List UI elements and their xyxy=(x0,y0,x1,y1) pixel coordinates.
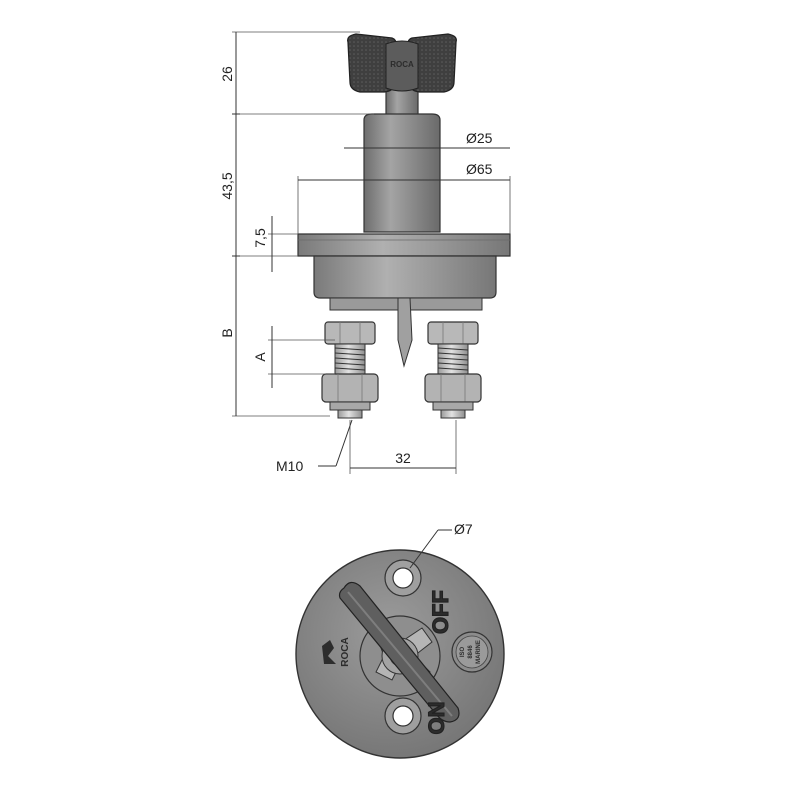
off-marking: OFF xyxy=(428,590,453,634)
flange xyxy=(297,233,511,257)
shaft xyxy=(363,113,441,233)
lower-body xyxy=(313,255,497,299)
mounting-hole-top xyxy=(384,559,422,597)
dim-flange-thickness: 7,5 xyxy=(252,228,268,248)
dim-thread-size: M10 xyxy=(276,458,303,474)
right-terminal-stud xyxy=(424,321,482,419)
side-view-dimensions: 26 43,5 7,5 B A Ø25 Ø65 32 M10 xyxy=(219,31,511,474)
dim-flange-diameter: Ø65 xyxy=(466,161,493,177)
on-marking: ON xyxy=(424,702,449,735)
dim-body-height: 43,5 xyxy=(219,172,235,199)
left-terminal-stud xyxy=(321,321,379,419)
brand-logo-text: ROCA xyxy=(340,637,351,666)
center-tab xyxy=(397,297,413,368)
badge-line-2: 8846 xyxy=(468,645,474,659)
mounting-hole-bottom xyxy=(384,697,422,735)
dim-hole-diameter: Ø7 xyxy=(454,521,473,537)
brand-logo: ROCA xyxy=(322,637,351,667)
dim-stud-spacing: 32 xyxy=(395,450,411,466)
badge-line-3: MARINE xyxy=(476,640,482,664)
dim-shaft-diameter: Ø25 xyxy=(466,130,493,146)
handle-logo-text: ROCA xyxy=(390,60,414,69)
badge-line-1: ISO xyxy=(460,647,466,658)
key-handle: ROCA xyxy=(347,33,457,119)
dim-thread-length: A xyxy=(252,352,268,362)
dim-lower-height: B xyxy=(219,328,235,337)
side-view: ROCA xyxy=(297,33,511,419)
top-view: OFF ON ROCA ISO 8846 MARINE Ø7 xyxy=(295,521,505,759)
iso-standard-badge: ISO 8846 MARINE xyxy=(451,631,493,673)
dim-handle-height: 26 xyxy=(219,66,235,82)
